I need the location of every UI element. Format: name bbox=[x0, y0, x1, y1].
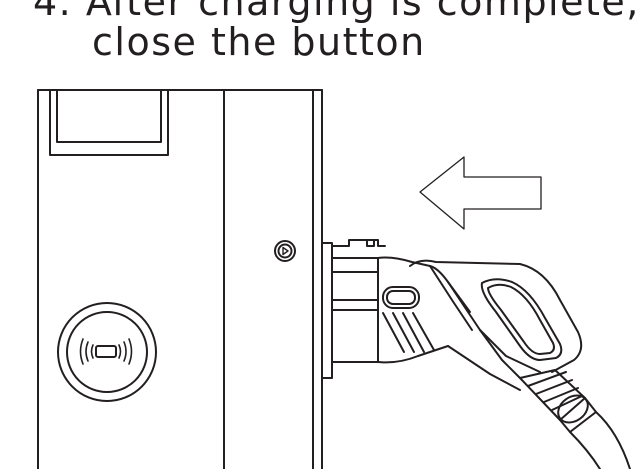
instruction-caption: 4. After charging is complete, close the… bbox=[0, 0, 638, 90]
arrow-left-icon bbox=[419, 156, 542, 230]
display-screen bbox=[49, 89, 169, 156]
instruction-line-2: close the button bbox=[92, 20, 426, 64]
charger-cabinet bbox=[37, 89, 323, 469]
charging-gun bbox=[321, 239, 631, 469]
instruction-line-1: 4. After charging is complete, bbox=[33, 0, 638, 24]
rfid-card-reader-icon[interactable] bbox=[57, 302, 157, 402]
emergency-stop-button-icon[interactable] bbox=[274, 240, 296, 262]
